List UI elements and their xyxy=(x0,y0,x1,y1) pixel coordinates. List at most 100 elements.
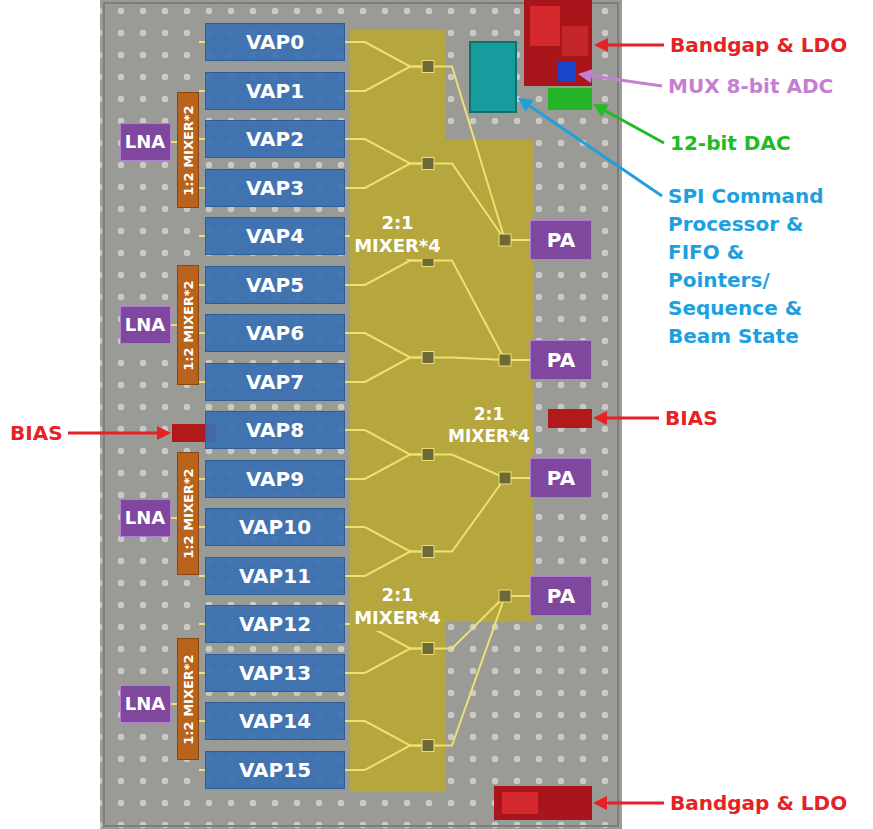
rf-wire xyxy=(428,261,530,361)
rf-wire xyxy=(345,261,428,286)
block-label: PA xyxy=(547,586,575,606)
vap-channel: VAP6 xyxy=(205,314,345,352)
spi-block xyxy=(470,42,516,112)
block-label: PA xyxy=(547,350,575,370)
lna-block: LNA xyxy=(120,123,171,161)
vap-channel: VAP1 xyxy=(205,72,345,110)
mixer-region xyxy=(350,30,445,792)
annotation-label: 12-bit DAC xyxy=(670,131,791,156)
vap-channel: VAP10 xyxy=(205,508,345,546)
bandgap-block xyxy=(524,0,592,86)
mixer-cell xyxy=(499,234,511,246)
vap-channel: VAP12 xyxy=(205,605,345,643)
mixer-cell xyxy=(422,740,434,752)
rf-wire xyxy=(428,478,530,552)
rf-wire xyxy=(345,139,428,164)
block-label: VAP9 xyxy=(246,469,304,489)
splitter-band: 1:2 MIXER*2 xyxy=(177,452,199,575)
block-label: VAP5 xyxy=(246,275,304,295)
rf-wire xyxy=(170,517,177,519)
mixer-cell xyxy=(422,643,434,655)
leader-line xyxy=(608,44,664,47)
vap-channel: VAP4 xyxy=(205,217,345,255)
rf-wire xyxy=(345,455,428,480)
arrowhead xyxy=(578,69,593,83)
annotation-label: BIAS xyxy=(665,406,718,431)
rf-wire xyxy=(345,721,428,746)
mixer-cell xyxy=(499,590,511,602)
mixer-label: 2:1 MIXER*4 xyxy=(445,402,533,448)
mixer-cell xyxy=(499,354,511,366)
block-label: VAP14 xyxy=(239,711,311,731)
annotation-label: Bandgap & LDO xyxy=(670,791,847,816)
bandgap-block xyxy=(494,786,592,820)
dac-block xyxy=(548,88,592,110)
rf-wire xyxy=(170,324,177,326)
rf-wire xyxy=(345,67,428,92)
adc-block xyxy=(558,62,576,82)
rf-wire xyxy=(345,552,428,577)
annotation-label: Bandgap & LDO xyxy=(670,33,847,58)
block-label: LNA xyxy=(125,133,165,151)
mixer-label: 2:1 MIXER*4 xyxy=(350,210,445,259)
block-label: VAP2 xyxy=(246,129,304,149)
rf-wire xyxy=(345,358,428,383)
block-label: VAP3 xyxy=(246,178,304,198)
pa-block: PA xyxy=(530,220,592,260)
vap-channel: VAP3 xyxy=(205,169,345,207)
mixer-cell xyxy=(422,352,434,364)
die xyxy=(100,0,622,829)
arrowhead xyxy=(593,104,609,117)
splitter-label: 1:2 MIXER*2 xyxy=(182,468,195,558)
arrowhead xyxy=(157,426,171,440)
bias-block xyxy=(548,409,592,428)
mixer-cell xyxy=(422,61,434,73)
pa-block: PA xyxy=(530,340,592,380)
annotation-label: BIAS xyxy=(10,421,63,446)
leader-line xyxy=(68,432,157,435)
annotation-label: SPI Command Processor & FIFO & Pointers/… xyxy=(668,182,843,350)
vap-channel: VAP0 xyxy=(205,23,345,61)
rf-wire xyxy=(345,649,428,674)
rf-wire xyxy=(345,333,428,358)
pa-block: PA xyxy=(530,458,592,498)
arrowhead xyxy=(594,38,608,52)
splitter-label: 1:2 MIXER*2 xyxy=(182,280,195,370)
splitter-band: 1:2 MIXER*2 xyxy=(177,638,199,760)
lna-block: LNA xyxy=(120,685,171,723)
mixer-cell xyxy=(422,449,434,461)
bandgap-detail xyxy=(530,6,560,46)
rf-wire xyxy=(345,527,428,552)
block-label: LNA xyxy=(125,695,165,713)
block-label: VAP10 xyxy=(239,517,311,537)
rf-wire xyxy=(170,703,177,705)
vap-channel: VAP5 xyxy=(205,266,345,304)
mixer-cell xyxy=(422,546,434,558)
mixer-region-node: 2:1 MIXER*42:1 MIXER*4 xyxy=(350,30,445,792)
vap-channel: VAP13 xyxy=(205,654,345,692)
vap-channel: VAP15 xyxy=(205,751,345,789)
vap-channel: VAP11 xyxy=(205,557,345,595)
splitter-label: 1:2 MIXER*2 xyxy=(182,654,195,744)
die-dots xyxy=(100,0,622,829)
rf-wire xyxy=(170,141,177,143)
mixer-cell xyxy=(499,472,511,484)
block-label: VAP0 xyxy=(246,32,304,52)
lna-block: LNA xyxy=(120,306,171,344)
lna-block: LNA xyxy=(120,499,171,537)
leader-line xyxy=(592,76,662,86)
vap-channel: VAP7 xyxy=(205,363,345,401)
block-label: PA xyxy=(547,468,575,488)
splitter-label: 1:2 MIXER*2 xyxy=(182,105,195,195)
block-label: VAP12 xyxy=(239,614,311,634)
block-label: VAP8 xyxy=(246,420,304,440)
block-label: LNA xyxy=(125,316,165,334)
die-edge xyxy=(104,3,618,826)
leader-line xyxy=(605,111,664,143)
bandgap-detail xyxy=(502,792,538,814)
rf-wire xyxy=(345,164,428,189)
arrowhead xyxy=(593,796,607,810)
block-label: VAP7 xyxy=(246,372,304,392)
